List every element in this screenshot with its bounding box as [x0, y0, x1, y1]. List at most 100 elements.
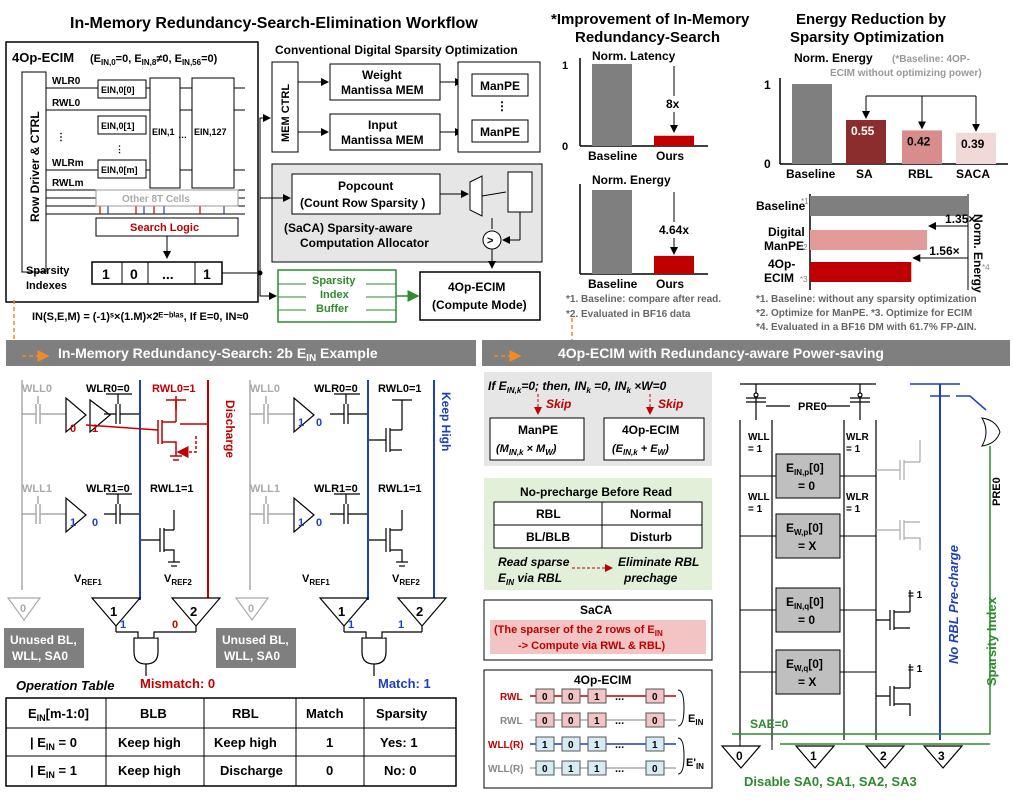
svg-text:Skip: Skip [658, 397, 683, 411]
svg-text:Unused BL,: Unused BL, [222, 633, 289, 647]
svg-text:RWL0=1: RWL0=1 [152, 383, 196, 395]
input-mem-label-1: Input [368, 118, 397, 132]
svg-text:1: 1 [298, 417, 304, 429]
svg-text:1: 1 [110, 604, 117, 619]
svg-text:Match: Match [306, 706, 344, 721]
other-cells-box [95, 189, 239, 207]
energy-bar-label-2: 0.42 [907, 134, 931, 148]
energy-bar-rbl [902, 130, 942, 164]
ein-cell-0: EIN,0[0] [101, 85, 135, 95]
array-cell-3-2: 1 [594, 764, 600, 775]
latency-xtick-0: Baseline [588, 149, 638, 163]
array-cell-2-4: 1 [652, 740, 658, 751]
svg-text:VREF2: VREF2 [392, 573, 420, 587]
search-section-title: In-Memory Redundancy-Search: 2b EIN Exam… [58, 345, 378, 364]
sparsity-indexes-label-1: Sparsity [26, 265, 70, 277]
wl-label-wlr0: WLR0 [52, 76, 81, 87]
svg-text:RBL: RBL [536, 507, 561, 521]
manpe-label-1: ManPE [480, 79, 520, 93]
power-saving-circuit: PRE0 PRE0 EIN,p[0]= 0EW,p[0]= XEIN,q[0]=… [720, 374, 1008, 794]
cell-value-2: = 0 [798, 613, 815, 627]
svg-text:0: 0 [316, 417, 322, 429]
wl-label-rwlm: RWLm [52, 178, 84, 189]
svg-text:>: > [487, 235, 493, 247]
energy-hbar-chart: Baseline*1DigitalManPE*21.35×4Op-ECIM*31… [752, 190, 992, 293]
hbar-bar-0 [810, 196, 968, 216]
array-cell-3-0: 0 [542, 764, 548, 775]
svg-text:(The sparser of the 2 rows of: (The sparser of the 2 rows of EIN [494, 624, 663, 638]
ein-cell-m: EIN,0[m] [101, 165, 138, 175]
energy-bar-saca [956, 132, 996, 164]
svg-text:1: 1 [298, 517, 304, 529]
svg-text:VREF1: VREF1 [302, 573, 330, 587]
svg-text:2: 2 [416, 604, 423, 619]
svg-text:0: 0 [130, 266, 138, 282]
sparsity-index-bits: 1 0 ... 1 [91, 261, 223, 285]
hbar-bar-2 [810, 262, 912, 282]
svg-text:Read sparse: Read sparse [498, 555, 570, 569]
energy-title-2: Sparsity Optimization [790, 29, 944, 46]
array-row-label-0: RWL [500, 692, 523, 703]
array-cell-0-2: 1 [594, 692, 600, 703]
hbar-annotation-1: 1.35× [945, 212, 975, 226]
svg-text:Keep high: Keep high [118, 763, 181, 778]
svg-text:Sparsity: Sparsity [376, 706, 428, 721]
svg-text:1: 1 [92, 423, 98, 435]
hbar-annotation-2: 1.56× [929, 244, 959, 258]
array-cell-2-0: 1 [542, 740, 548, 751]
svg-text:Unused BL,: Unused BL, [10, 633, 77, 647]
svg-text:1: 1 [348, 619, 354, 631]
improvement-title-1: *Improvement of In-Memory [551, 11, 750, 28]
sparsity-index-buffer: Sparsity Index Buffer [277, 269, 397, 323]
svg-text:WLL, SA0: WLL, SA0 [12, 649, 68, 663]
hbar-label-0: Baseline [756, 199, 806, 213]
workflow-title: In-Memory Redundancy-Search-Elimination … [70, 15, 478, 32]
svg-text:VREF1: VREF1 [74, 573, 102, 587]
cell-box-2 [775, 587, 841, 633]
hbar-label-1-a: Digital [768, 225, 805, 239]
svg-text:WLR0=0: WLR0=0 [86, 383, 130, 395]
svg-text:2: 2 [190, 604, 197, 619]
ecim-array-title: 4Op-ECIM [574, 673, 631, 687]
svg-text:WLL: WLL [748, 432, 770, 443]
ecim-title: 4Op-ECIM [12, 50, 74, 65]
svg-text:2: 2 [880, 749, 887, 763]
array-cell-2-3: ... [615, 739, 624, 751]
hbar-sup-2: *3 [800, 275, 808, 284]
energy-search-bar-baseline [592, 190, 632, 274]
weight-mem-label-2: Mantissa MEM [341, 83, 424, 97]
compute-mode-label-1: 4Op-ECIM [448, 280, 505, 294]
svg-text:prechage: prechage [623, 571, 678, 585]
energy-xtick-0: Baseline [786, 167, 836, 181]
svg-text:BL/BLB: BL/BLB [526, 530, 570, 544]
mem-ctrl-label: MEM CTRL [280, 84, 292, 142]
svg-text:1: 1 [120, 619, 126, 631]
array-cell-0-4: 0 [652, 692, 658, 703]
weight-mem-box [329, 63, 441, 101]
svg-text:Buffer: Buffer [316, 303, 349, 315]
saca-label-1: (SaCA) Sparsity-aware [284, 221, 413, 235]
svg-text:1: 1 [102, 266, 110, 282]
svg-text:WLR: WLR [846, 492, 870, 503]
energy-note-1: *1. Baseline: without any sparsity optim… [756, 294, 977, 305]
svg-text:Keep high: Keep high [118, 735, 181, 750]
latency-bar-baseline [592, 64, 632, 146]
result-match: Match: 1 [378, 676, 431, 691]
ein-cells [97, 77, 235, 189]
array-cell-1-2: 1 [594, 716, 600, 727]
svg-text:1: 1 [70, 517, 76, 529]
row-driver-box [21, 71, 47, 273]
compute-mode-label-2: (Compute Mode) [432, 298, 527, 312]
sae-label: SAE=0 [750, 717, 789, 731]
energy-title-1: Energy Reduction by [796, 11, 947, 28]
hbar-sup-1: *2 [800, 243, 808, 252]
svg-text:Index: Index [320, 289, 350, 301]
ein-col-1: EIN,1 [152, 127, 175, 137]
input-mem-box [329, 113, 441, 151]
unused-labels: Unused BL, WLL, SA0 Unused BL, WLL, SA0 [4, 628, 296, 668]
compute-mode-box [419, 271, 541, 321]
noprecharge-title: No-precharge Before Read [520, 485, 672, 499]
hbar-label-2-a: 4Op- [768, 257, 795, 271]
